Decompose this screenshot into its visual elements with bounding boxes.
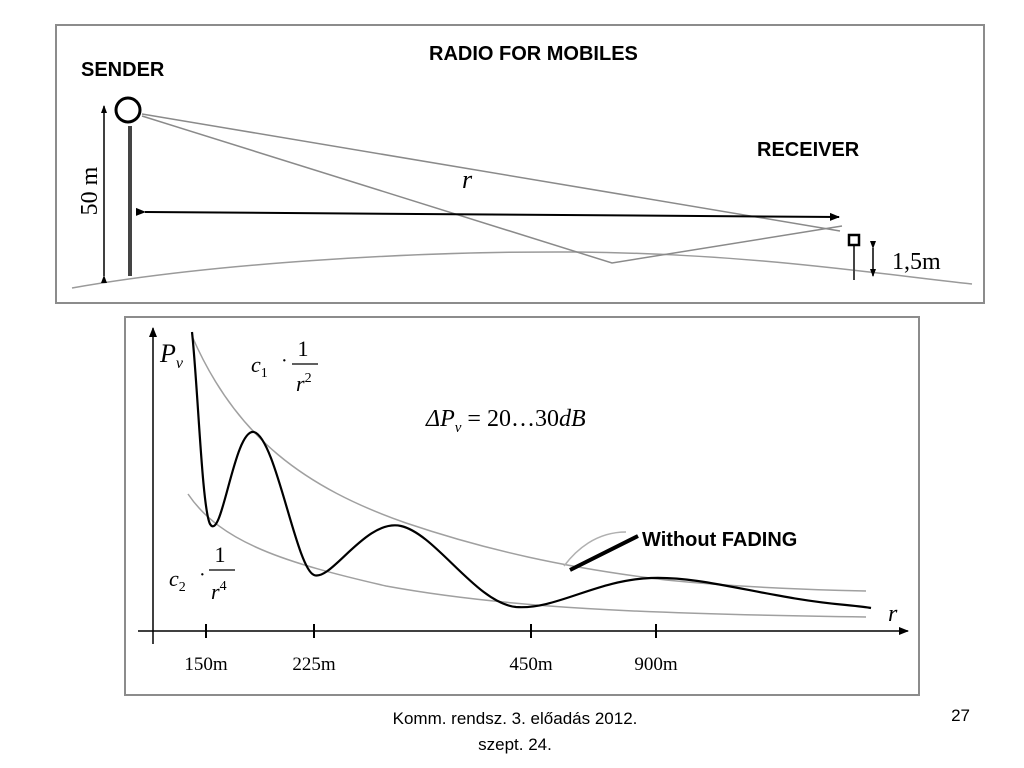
reflected-ray: [141, 115, 843, 264]
power-vs-distance-plot: 150m 225m 450m 900m Pv r c1 · 1 r2 c2 · …: [124, 316, 920, 696]
without-fading-label: Without FADING: [642, 529, 797, 551]
x-tick-label-900m: 900m: [634, 654, 678, 675]
svg-text:1: 1: [298, 336, 309, 361]
receiver-height-label: 1,5m: [892, 249, 941, 275]
lower-curve-formula: c2 · 1 r4: [169, 542, 235, 604]
footer-caption-line1: Komm. rendsz. 3. előadás 2012.: [392, 709, 638, 728]
sender-antenna-icon: [114, 96, 142, 124]
x-tick-label-150m: 150m: [184, 654, 228, 675]
lower-envelope-curve: [187, 493, 867, 618]
distance-label: r: [462, 165, 473, 194]
power-plot-svg: 150m 225m 450m 900m Pv r c1 · 1 r2 c2 · …: [138, 327, 909, 675]
receiver-antenna-icon: [847, 233, 861, 247]
svg-text:c2: c2: [169, 566, 186, 595]
diagram-title: RADIO FOR MOBILES: [429, 43, 638, 65]
svg-text:r2: r2: [296, 371, 312, 396]
mobile-radio-svg: 50 m r 1,5m RADIO FOR MOBILES SENDER REC…: [71, 43, 973, 289]
upper-curve-formula: c1 · 1 r2: [251, 336, 318, 396]
mobile-radio-diagram: 50 m r 1,5m RADIO FOR MOBILES SENDER REC…: [55, 24, 985, 304]
without-fading-pointer: [569, 534, 639, 572]
sender-height-label: 50 m: [77, 166, 103, 215]
sender-label: SENDER: [81, 59, 165, 81]
delta-annotation: ΔPv = 20…30dB: [425, 406, 586, 436]
distance-arrow: [135, 207, 840, 221]
footer-caption: Komm. rendsz. 3. előadás 2012. szept. 24…: [330, 706, 700, 758]
fading-power-curve: [190, 331, 872, 610]
svg-text:·: ·: [199, 564, 206, 586]
upper-envelope-curve: [191, 335, 867, 592]
receiver-label: RECEIVER: [757, 139, 860, 161]
y-axis-label: Pv: [159, 339, 184, 372]
without-fading-callout-arrow: [563, 531, 627, 567]
x-tick-label-225m: 225m: [292, 654, 336, 675]
svg-text:r4: r4: [211, 579, 227, 604]
x-tick-label-450m: 450m: [509, 654, 553, 675]
svg-text:c1: c1: [251, 352, 268, 381]
svg-text:·: ·: [281, 350, 288, 372]
slide-number: 27: [951, 706, 970, 725]
ground-line: [71, 251, 973, 289]
svg-text:1: 1: [215, 542, 226, 567]
footer-caption-line2: szept. 24.: [478, 735, 552, 754]
x-axis-label: r: [888, 601, 898, 627]
